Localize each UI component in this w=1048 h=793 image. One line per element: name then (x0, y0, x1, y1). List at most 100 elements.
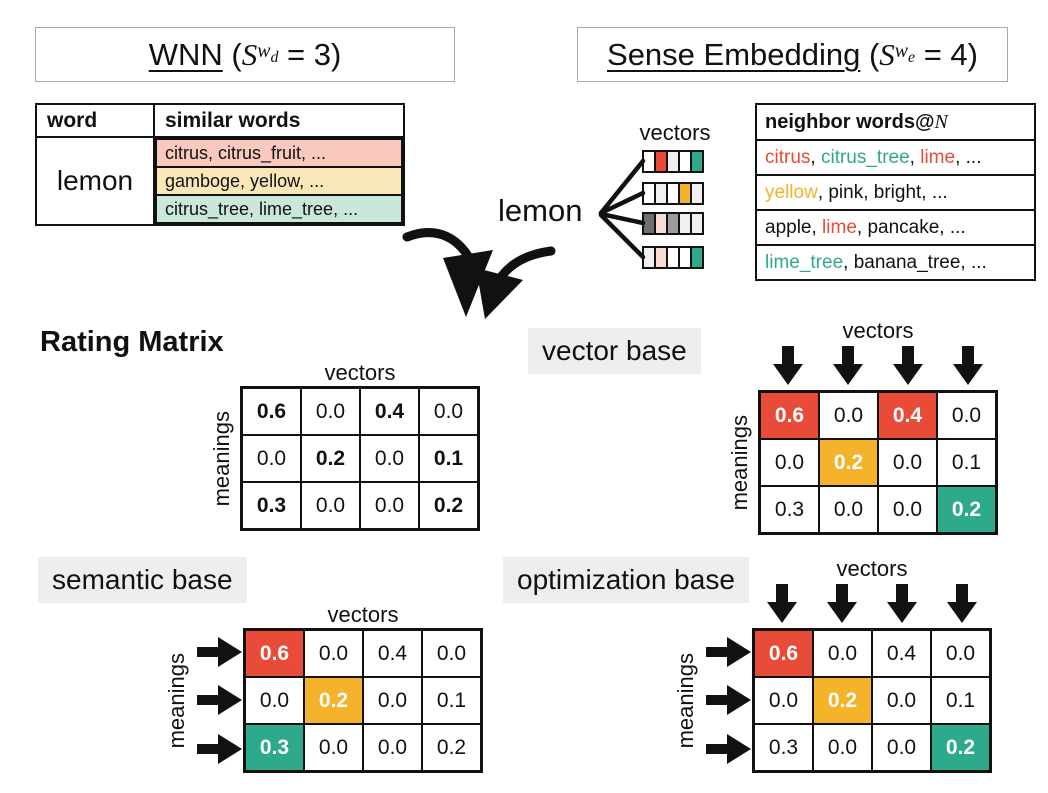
sense-formula-sub: w (894, 40, 909, 63)
vector-cell (690, 212, 704, 235)
vectors-axis-label: vectors (327, 602, 399, 627)
row-arrows (704, 628, 752, 773)
matrix-cell: 0.6 (758, 390, 820, 440)
matrix-cell: 0.0 (936, 390, 998, 440)
vector-cell (690, 246, 704, 269)
matrix-cell: 0.3 (758, 485, 820, 535)
down-arrow-icon (773, 346, 803, 386)
right-arrow-icon (705, 637, 751, 668)
matrix-cell: 0.0 (359, 434, 420, 483)
text-segment: neighbor words (765, 110, 915, 133)
matrix-cell: 0.4 (877, 390, 938, 440)
matrix-cell: 0.2 (936, 485, 998, 535)
matrix-cell: 0.2 (812, 676, 873, 725)
text-segment: citrus (765, 146, 811, 168)
matrix-cell: 0.0 (362, 676, 423, 725)
matrix-cell: 0.0 (303, 723, 364, 773)
right-arrow-icon (196, 685, 242, 716)
down-arrow-icon (887, 584, 917, 624)
neighbor-table-rows: citrus, citrus_tree, lime, ...yellow, pi… (757, 141, 1034, 279)
wnn-table-header-similar: similar words (155, 105, 403, 138)
text-segment: apple, (765, 216, 823, 238)
matrix-cell: 0.2 (818, 438, 879, 487)
matrix-cell: 0.3 (240, 481, 302, 531)
meanings-axis-label: meanings (209, 410, 234, 507)
sense-title: Sense Embedding (607, 36, 861, 72)
sense-formula-close: = 4) (915, 36, 978, 72)
matrix-cell: 0.0 (240, 434, 302, 483)
matrix-cell: 0.0 (300, 481, 361, 531)
similar-words-row: citrus, citrus_fruit, ... (155, 138, 403, 168)
similar-words-row: citrus_tree, lime_tree, ... (155, 194, 403, 224)
text-segment: , ... (955, 146, 982, 168)
sense-vector-strip (642, 212, 704, 235)
right-arrow-icon (196, 637, 242, 668)
merge-arrow-right-icon (476, 246, 556, 319)
text-segment: lime (822, 216, 857, 238)
matrix-cell: 0.0 (359, 481, 420, 531)
matrix-cell: 0.3 (243, 723, 305, 773)
meanings-axis-label: meanings (727, 414, 752, 511)
wnn-title: WNN (148, 36, 223, 72)
wnn-formula-var: S (241, 36, 258, 72)
text-segment: , (909, 146, 921, 168)
matrix-cell: 0.6 (240, 386, 302, 436)
text-segment: , pancake, ... (856, 216, 966, 238)
text-segment: lime (920, 146, 956, 168)
vector-base-label: vector base (528, 328, 701, 374)
matrix-cell: 0.2 (421, 723, 483, 773)
down-arrow-icon (953, 346, 983, 386)
matrix-cell: 0.0 (752, 676, 814, 725)
right-arrow-icon (705, 685, 751, 716)
sense-word-label: lemon (498, 193, 583, 228)
similar-words-row: gamboge, yellow, ... (155, 166, 403, 196)
wnn-formula-close: = 3) (278, 36, 342, 72)
wnn-formula-sub: w (257, 40, 271, 63)
wnn-table: word similar words lemon citrus, citrus_… (35, 103, 405, 226)
matrix-cell: 0.3 (752, 723, 814, 773)
vector-strips (642, 150, 704, 269)
wnn-word-cell: lemon (37, 138, 155, 224)
neighbor-table-header: neighbor words@N (757, 105, 1034, 141)
wnn-table-header-word: word (37, 105, 155, 138)
matrix-cell: 0.6 (752, 628, 814, 678)
matrix-cell: 0.1 (930, 676, 992, 725)
matrix-cell: 0.2 (930, 723, 992, 773)
text-segment: citrus_tree (820, 146, 910, 168)
matrix-cell: 0.6 (243, 628, 305, 678)
down-arrow-icon (947, 584, 977, 624)
matrix-cell: 0.0 (812, 723, 873, 773)
matrix-cell: 0.0 (758, 438, 820, 487)
sense-vector-strip (642, 182, 704, 205)
strips-vectors-label: vectors (639, 120, 711, 145)
vectors-axis-label: vectors (842, 318, 914, 343)
text-segment: lime_tree (765, 251, 844, 273)
neighbor-words-row: lime_tree, banana_tree, ... (757, 246, 1034, 279)
sense-formula-subsub: e (908, 48, 916, 66)
matrix-cell: 0.2 (303, 676, 364, 725)
text-segment: , banana_tree, ... (843, 251, 987, 273)
meanings-axis-label: meanings (673, 652, 698, 749)
matrix-cell: 0.0 (362, 723, 423, 773)
text-segment: yellow (765, 181, 818, 203)
vector-cell (690, 150, 704, 173)
matrix-cell: 0.0 (818, 485, 879, 535)
matrix-cell: 0.1 (418, 434, 480, 483)
matrix-cell: 0.0 (418, 386, 480, 436)
wnn-formula-subsub: d (270, 48, 279, 66)
column-arrows (758, 344, 998, 390)
neighbor-words-table: neighbor words@N citrus, citrus_tree, li… (755, 103, 1036, 281)
